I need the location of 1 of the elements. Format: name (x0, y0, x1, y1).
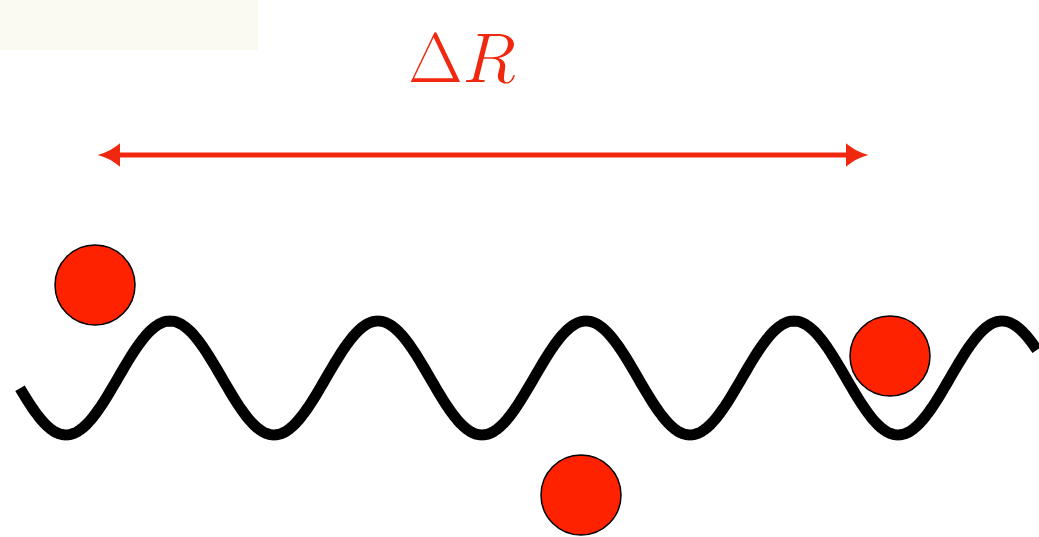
dimension-label: $\Delta R$ (410, 32, 515, 84)
